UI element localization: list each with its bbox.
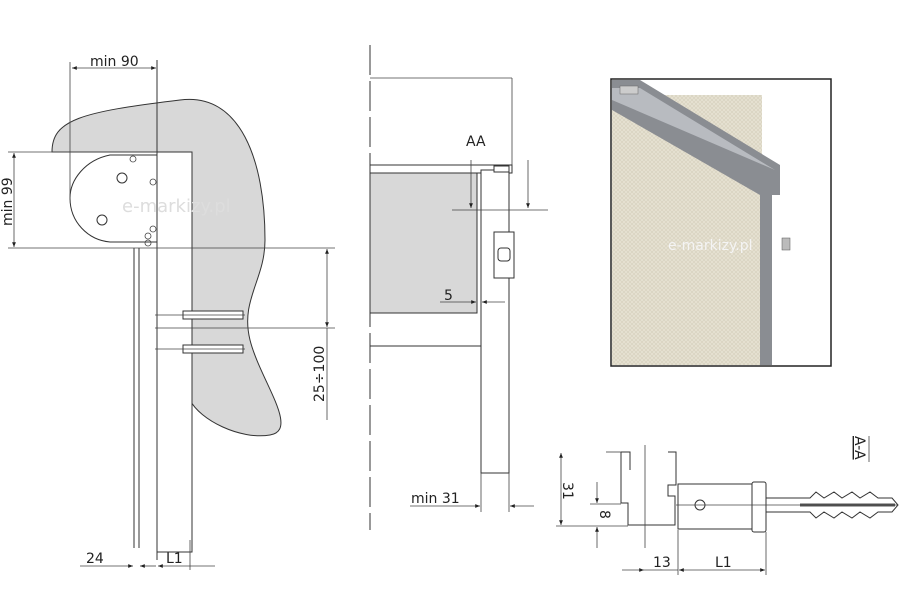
guide-rail — [480, 169, 510, 474]
dim-25-100: 25÷100 — [312, 346, 328, 402]
dim-31: 31 — [559, 482, 575, 500]
watermark: e-markizy.pl — [122, 196, 231, 217]
dim-min-90: min 90 — [90, 54, 139, 70]
photo-watermark: e-markizy.pl — [668, 238, 753, 254]
dim-l1: L1 — [166, 551, 183, 567]
wall-anchors — [155, 310, 245, 354]
screw-heads — [129, 155, 157, 247]
dim-min-31: min 31 — [411, 491, 460, 507]
product-photo: e-markizy.pl — [610, 78, 832, 367]
section-a-a: 31 8 13 L1 A-A — [556, 436, 899, 575]
dim-13: 13 — [653, 555, 671, 571]
dim-8: 8 — [596, 510, 612, 519]
section-title: A-A — [851, 436, 867, 460]
dim-5: 5 — [444, 288, 453, 304]
section-label-aa: AA — [466, 134, 486, 150]
bolt-icon — [96, 214, 108, 226]
dim-min-99: min 99 — [0, 177, 16, 226]
bolt-icon — [116, 172, 128, 184]
anchor-body — [677, 483, 753, 530]
dim-l1-section: L1 — [715, 555, 732, 571]
front-view: AA 5 min 31 — [369, 45, 548, 530]
rail-profile — [620, 451, 677, 526]
dim-24: 24 — [86, 551, 104, 567]
left-side-view: min 90 min 99 25÷100 24 L1 e-markizy.pl — [0, 54, 335, 570]
fabric-area — [369, 172, 478, 314]
